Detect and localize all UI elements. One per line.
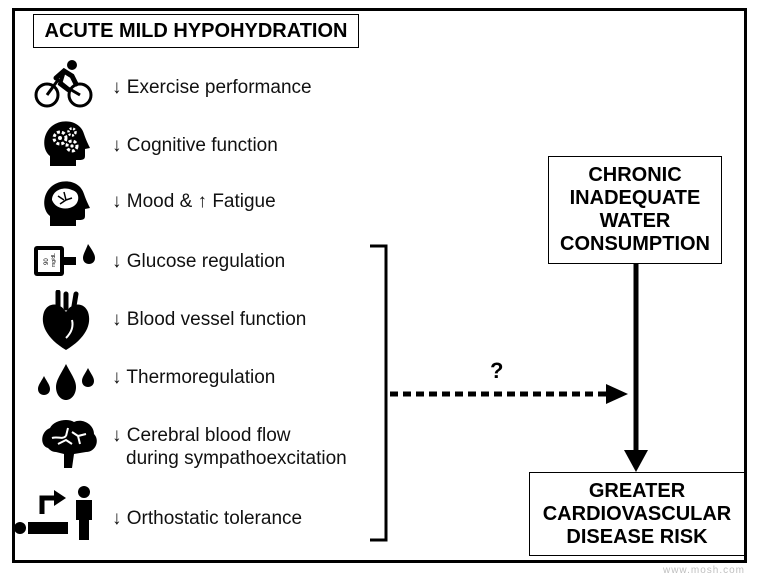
risk-line-2: CARDIOVASCULAR xyxy=(542,502,732,525)
dotted-arrow-head xyxy=(606,384,628,404)
meter-unit: mg/dL xyxy=(51,253,57,267)
water-drops-icon xyxy=(38,364,94,400)
chronic-line-1: CHRONIC xyxy=(588,164,682,186)
effect-cerebral-blood-flow: ↓ Cerebral blood flow during sympathoexc… xyxy=(112,424,347,470)
diagram-frame xyxy=(12,8,747,563)
risk-line-1: GREATER xyxy=(588,479,686,502)
title-text: ACUTE MILD HYPOHYDRATION xyxy=(44,19,348,42)
effect-cerebral-line-1: ↓ Cerebral blood flow xyxy=(112,425,291,446)
risk-box: GREATER CARDIOVASCULAR DISEASE RISK xyxy=(529,472,745,556)
effect-mood-fatigue: ↓ Mood & ↑ Fatigue xyxy=(112,191,276,212)
effect-cerebral-line-2: during sympathoexcitation xyxy=(126,448,347,469)
question-mark: ? xyxy=(490,358,504,383)
effect-blood-vessel-function: ↓ Blood vessel function xyxy=(112,309,307,330)
heart-icon xyxy=(42,290,90,350)
head-gears-icon xyxy=(44,121,90,166)
chronic-line-2: INADEQUATE xyxy=(569,187,701,209)
effect-glucose-regulation: ↓ Glucose regulation xyxy=(112,251,286,272)
chronic-box: CHRONIC INADEQUATE WATER CONSUMPTION xyxy=(548,156,722,264)
meter-reading: 90 xyxy=(44,258,50,265)
brain-icon xyxy=(42,420,97,468)
effect-cognitive-function: ↓ Cognitive function xyxy=(112,135,278,156)
chronic-line-4: CONSUMPTION xyxy=(560,233,710,255)
glucose-meter-icon: 90 mg/dL xyxy=(34,244,95,276)
chronic-line-3: WATER xyxy=(599,210,671,232)
orthostatic-icon xyxy=(14,486,92,540)
watermark: www.mosh.com xyxy=(662,565,745,576)
risk-line-3: DISEASE RISK xyxy=(566,525,708,548)
effect-thermoregulation: ↓ Thermoregulation xyxy=(112,367,276,388)
effect-orthostatic-tolerance: ↓ Orthostatic tolerance xyxy=(112,508,303,529)
cyclist-icon xyxy=(34,60,93,108)
effect-exercise-performance: ↓ Exercise performance xyxy=(112,77,312,98)
title-box: ACUTE MILD HYPOHYDRATION xyxy=(33,14,359,48)
bracket xyxy=(370,244,388,542)
head-brain-icon xyxy=(44,181,90,226)
solid-arrow-head xyxy=(624,450,648,472)
